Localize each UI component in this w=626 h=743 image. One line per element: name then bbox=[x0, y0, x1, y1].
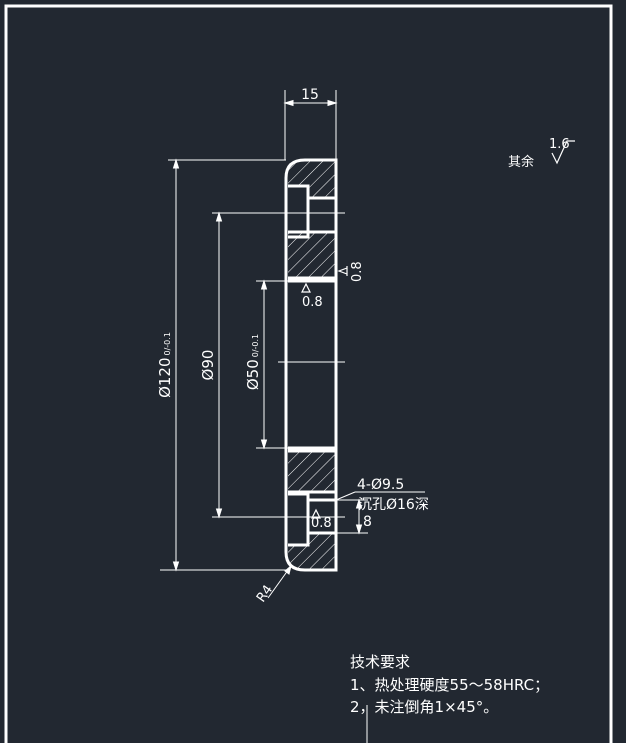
dim-bore-arrow-bottom bbox=[260, 439, 268, 450]
radius-leader-arrow bbox=[284, 564, 292, 575]
dim-bore-arrow-top bbox=[260, 279, 268, 290]
roughness-hole-value: 0.8 bbox=[311, 516, 332, 531]
roughness-other-value: 1.6 bbox=[549, 137, 570, 152]
roughness-symbol-face bbox=[337, 266, 348, 276]
hole-spec-text: 4-Ø9.5 bbox=[357, 477, 404, 493]
notes-item-2: 2，未注倒角1×45°。 bbox=[350, 698, 498, 716]
hatch-bottom-web bbox=[288, 451, 336, 492]
roughness-symbol-hole bbox=[311, 508, 321, 519]
dim-od-text: Ø1200/-0.1 bbox=[156, 332, 174, 398]
dim-depth-arrow-bottom bbox=[355, 524, 363, 535]
dim-depth-text: 8 bbox=[363, 514, 372, 530]
notes-title: 技术要求 bbox=[350, 653, 410, 671]
dim-depth-arrow-top bbox=[355, 498, 363, 509]
hatch-top-corner bbox=[288, 161, 336, 198]
part-section bbox=[278, 158, 345, 572]
hole-leader-line bbox=[335, 491, 356, 501]
notes-item-1: 1、热处理硬度55～58HRC； bbox=[350, 676, 549, 694]
roughness-bore-value: 0.8 bbox=[302, 295, 323, 310]
dim-width-arrow-left bbox=[283, 99, 294, 107]
hole-counterbore-text: 沉孔Ø16深 bbox=[358, 497, 429, 513]
dim-bore-text: Ø500/-0.1 bbox=[244, 334, 262, 390]
drawing-border bbox=[4, 4, 613, 743]
roughness-symbol-bore bbox=[301, 282, 311, 293]
roughness-symbol-other bbox=[551, 140, 575, 165]
dim-od-arrow-top bbox=[172, 158, 180, 169]
dim-od-arrow-bottom bbox=[172, 561, 180, 572]
dim-bc-arrow-top bbox=[215, 211, 223, 222]
hatch-top-web bbox=[288, 232, 336, 278]
roughness-other-label: 其余 bbox=[508, 154, 534, 170]
dim-width-text: 15 bbox=[301, 87, 319, 103]
dim-width-arrow-right bbox=[327, 99, 338, 107]
roughness-face-value: 0.8 bbox=[350, 261, 365, 282]
lower-counterbore bbox=[288, 492, 336, 547]
bore-outline bbox=[288, 279, 336, 450]
dim-bc-arrow-bottom bbox=[215, 508, 223, 519]
dim-bc-text: Ø90 bbox=[199, 350, 217, 381]
hatch-bottom-corner bbox=[288, 533, 336, 570]
part-outline bbox=[284, 158, 338, 572]
